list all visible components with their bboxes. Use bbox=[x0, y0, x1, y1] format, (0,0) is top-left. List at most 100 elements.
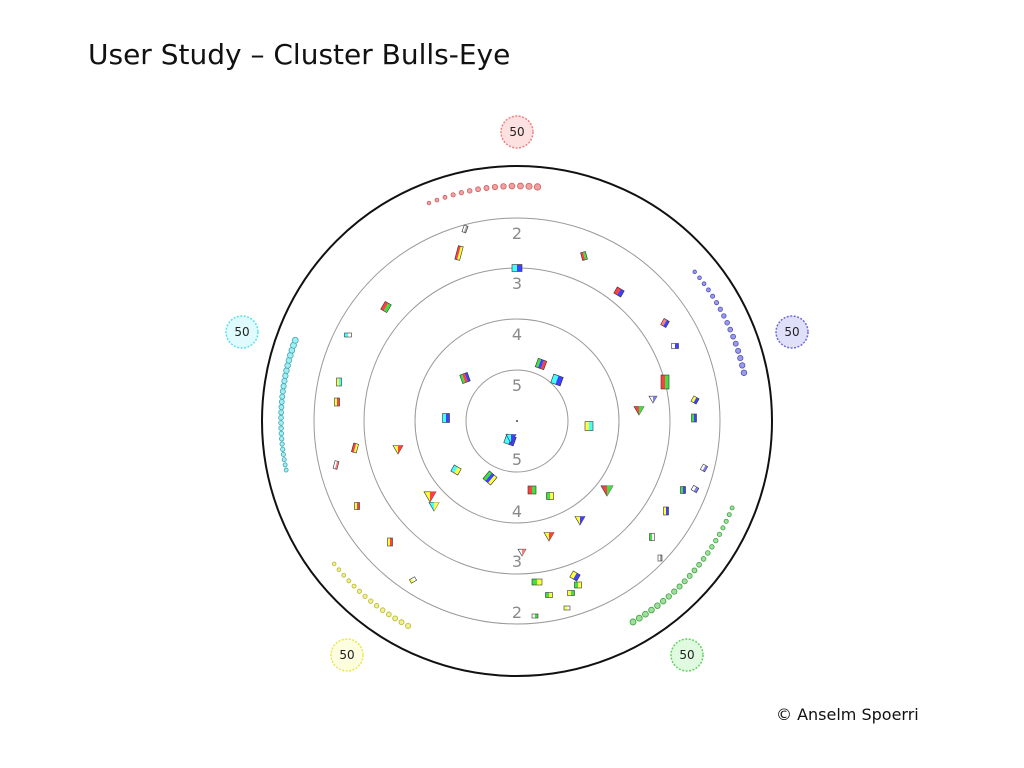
document-glyph-segment bbox=[454, 245, 461, 260]
outer-ring bbox=[261, 165, 773, 677]
document-glyph-outline bbox=[408, 576, 418, 584]
dot-green bbox=[681, 578, 688, 585]
dot-yellow bbox=[386, 611, 392, 618]
document-glyph-outline bbox=[380, 300, 392, 314]
document-glyph-triangle bbox=[428, 502, 440, 512]
document-glyph-outline bbox=[680, 486, 686, 494]
document-glyph-segment bbox=[482, 470, 492, 481]
document-glyph-segment bbox=[383, 303, 392, 313]
document-glyph-outline bbox=[584, 421, 594, 431]
cluster-badge-green[interactable]: 50 bbox=[670, 638, 704, 672]
dot-red bbox=[426, 200, 432, 206]
document-glyph-segment bbox=[573, 572, 581, 582]
dot-green bbox=[635, 614, 643, 622]
document-glyph bbox=[380, 300, 392, 314]
document-glyph-segment bbox=[463, 225, 469, 233]
document-glyph-triangle bbox=[392, 445, 404, 455]
cluster-badge-red[interactable]: 50 bbox=[500, 115, 534, 149]
dot-blue bbox=[739, 362, 746, 369]
badge-count-cyan: 50 bbox=[234, 325, 249, 339]
document-glyph-segment bbox=[532, 486, 536, 494]
document-glyph-segment bbox=[538, 359, 544, 369]
dot-green bbox=[659, 598, 667, 605]
dot-green bbox=[696, 561, 702, 568]
document-glyph-segment bbox=[351, 443, 357, 453]
dot-red bbox=[434, 197, 440, 203]
document-glyph-triangle-shade bbox=[430, 491, 436, 502]
document-glyph-segment bbox=[585, 421, 589, 431]
ring-2 bbox=[313, 217, 721, 625]
document-glyph-outline bbox=[660, 318, 670, 328]
document-glyph-segment bbox=[354, 502, 357, 510]
document-glyph-outline bbox=[332, 460, 340, 470]
document-glyph-segment bbox=[333, 460, 338, 469]
dot-cyan bbox=[282, 462, 288, 468]
document-glyph bbox=[569, 570, 581, 582]
document-glyph-segment bbox=[582, 251, 588, 260]
ring-label-bottom-3: 3 bbox=[512, 552, 522, 571]
dot-blue bbox=[737, 355, 744, 362]
dot-blue bbox=[730, 333, 736, 340]
ring-label-top-4: 4 bbox=[512, 325, 522, 344]
document-glyph-outline bbox=[691, 413, 697, 423]
dot-cyan bbox=[280, 446, 286, 452]
dot-green bbox=[726, 512, 732, 518]
document-glyph bbox=[482, 470, 498, 486]
ring-label-top-2: 2 bbox=[512, 224, 522, 243]
document-glyph-segment bbox=[649, 533, 652, 541]
document-glyph-segment bbox=[569, 570, 577, 580]
document-glyph-outline bbox=[531, 578, 543, 586]
document-glyph bbox=[450, 464, 462, 476]
cluster-badge-yellow[interactable]: 50 bbox=[330, 638, 364, 672]
dot-cyan bbox=[279, 388, 286, 395]
badge-count-green: 50 bbox=[679, 648, 694, 662]
document-glyph-segment bbox=[348, 333, 352, 337]
dot-blue bbox=[724, 319, 730, 326]
document-glyph-segment bbox=[564, 606, 567, 610]
copyright-notice: © Anselm Spoerri bbox=[776, 705, 919, 724]
ring-4 bbox=[414, 318, 620, 524]
document-glyph bbox=[454, 245, 464, 261]
document-glyph bbox=[408, 576, 418, 584]
dot-cyan bbox=[291, 336, 299, 344]
cluster-badge-blue[interactable]: 50 bbox=[775, 315, 809, 349]
document-glyph-outline bbox=[442, 413, 450, 423]
document-glyph-segment bbox=[517, 264, 522, 272]
document-glyph bbox=[690, 484, 700, 494]
document-glyph-outline bbox=[454, 245, 464, 261]
document-glyph-triangle bbox=[633, 406, 645, 416]
dot-yellow bbox=[362, 593, 368, 599]
cluster-badge-cyan[interactable]: 50 bbox=[225, 315, 259, 349]
document-glyph bbox=[580, 251, 588, 261]
document-glyph-segment bbox=[658, 555, 660, 561]
document-glyph bbox=[531, 613, 539, 619]
document-glyph-segment bbox=[691, 485, 697, 492]
dot-blue bbox=[710, 293, 716, 299]
dot-blue bbox=[727, 326, 734, 333]
document-glyph-segment bbox=[532, 579, 537, 585]
document-glyph bbox=[334, 397, 340, 407]
dot-yellow bbox=[368, 598, 374, 604]
badge-circle-yellow bbox=[330, 638, 364, 672]
document-glyph bbox=[660, 318, 670, 328]
dot-green bbox=[716, 531, 723, 537]
dot-red bbox=[450, 192, 456, 198]
document-glyph-triangle bbox=[517, 548, 527, 557]
document-glyph-outline bbox=[657, 554, 663, 562]
dot-yellow bbox=[341, 572, 347, 578]
dot-cyan bbox=[283, 367, 290, 374]
document-glyph-segment bbox=[652, 533, 655, 541]
document-glyph bbox=[563, 605, 571, 611]
document-glyph-outline bbox=[459, 372, 471, 384]
document-glyph-triangle bbox=[600, 485, 614, 497]
document-glyph-segment bbox=[337, 398, 340, 406]
badge-count-yellow: 50 bbox=[339, 648, 354, 662]
dot-green bbox=[648, 606, 655, 614]
ring-label-top-3: 3 bbox=[512, 274, 522, 293]
dot-cyan bbox=[279, 393, 286, 400]
document-glyph bbox=[613, 286, 625, 298]
document-glyph bbox=[690, 395, 700, 405]
dot-green bbox=[705, 550, 711, 556]
document-glyph-segment bbox=[613, 286, 621, 296]
document-glyph-segment bbox=[683, 486, 686, 494]
